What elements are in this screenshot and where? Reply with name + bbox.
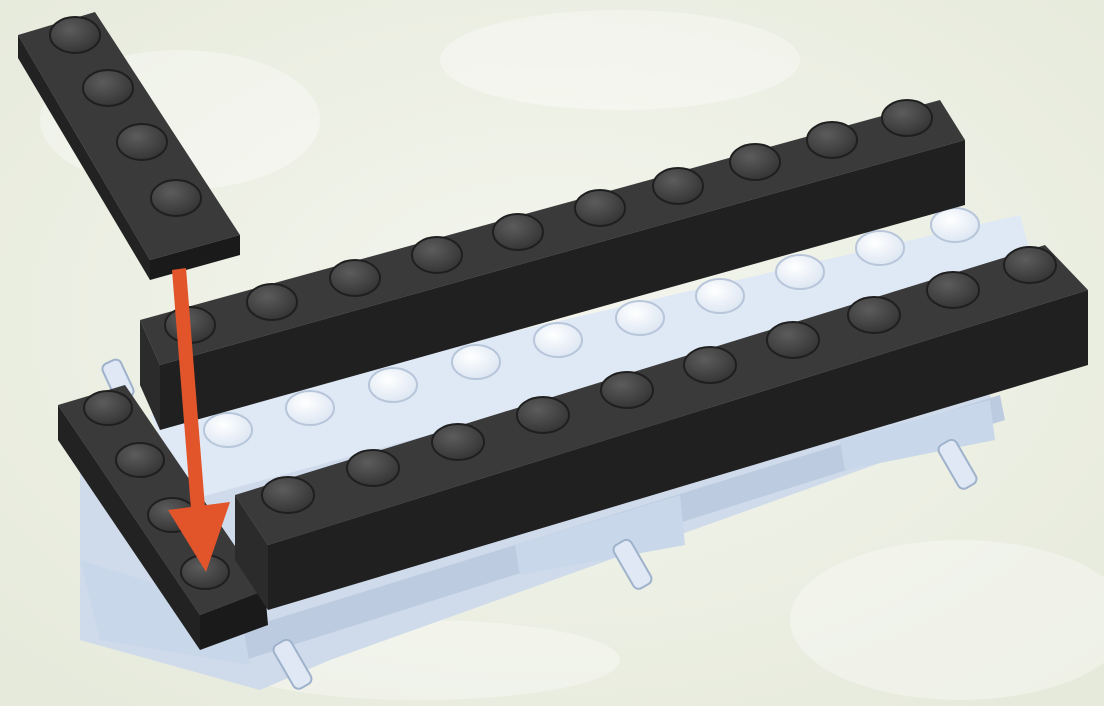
instruction-scene <box>0 0 1104 706</box>
